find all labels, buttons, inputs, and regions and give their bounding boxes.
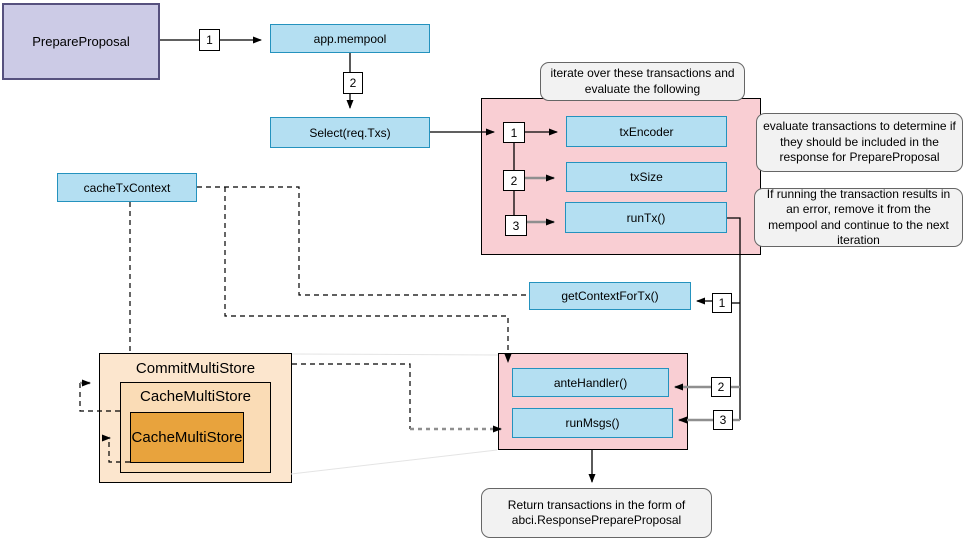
callout-evaluate-text: evaluate transactions to determine if th…: [763, 119, 956, 165]
store-cache-multistore-inner: CacheMultiStore: [130, 412, 244, 463]
node-tx-encoder: txEncoder: [566, 116, 727, 147]
badge-iteration-1: 1: [503, 122, 525, 143]
faint-link-bottom: [290, 449, 498, 475]
dashed-commitstore-elbow: [292, 363, 411, 429]
badge-iteration-3-label: 3: [512, 218, 520, 233]
app-mempool-label: app.mempool: [313, 31, 387, 46]
tx-encoder-label: txEncoder: [619, 124, 674, 139]
badge-execution-2-label: 2: [717, 380, 725, 394]
callout-iterate: iterate over these transactions and eval…: [540, 62, 745, 101]
node-prepare-proposal: PrepareProposal: [2, 3, 160, 80]
ante-handler-label: anteHandler(): [553, 375, 628, 390]
callout-iterate-text: iterate over these transactions and eval…: [550, 66, 735, 96]
badge-iteration-1-label: 1: [510, 125, 518, 140]
callout-evaluate: evaluate transactions to determine if th…: [756, 113, 963, 172]
cache-multistore-outer-label: CacheMultiStore: [140, 388, 251, 405]
badge-iteration-2: 2: [503, 170, 525, 191]
dashed-cachectx-to-antehandler: [224, 187, 512, 363]
badge-execution-3: 3: [713, 410, 733, 430]
node-select-txs: Select(req.Txs): [270, 117, 430, 148]
badge-iteration-3: 3: [505, 215, 527, 236]
prepare-proposal-label: PrepareProposal: [32, 34, 130, 49]
cache-multistore-inner-label: CacheMultiStore: [131, 429, 243, 446]
run-msgs-label: runMsgs(): [565, 416, 620, 430]
badge-execution-3-label: 3: [719, 413, 727, 427]
node-app-mempool: app.mempool: [270, 24, 430, 53]
callout-error-text: If running the transaction results in an…: [766, 186, 951, 247]
run-tx-label: runTx(): [626, 210, 666, 225]
badge-flow-1-label: 1: [206, 33, 213, 47]
cache-tx-context-label: cacheTxContext: [83, 180, 171, 195]
tx-size-label: txSize: [630, 170, 663, 184]
badge-flow-1: 1: [199, 29, 220, 51]
callout-return-text: Return transactions in the form of abci.…: [507, 497, 686, 527]
badge-flow-2: 2: [343, 72, 363, 94]
node-run-msgs: runMsgs(): [512, 408, 673, 438]
select-txs-label: Select(req.Txs): [309, 125, 391, 140]
badge-execution-1: 1: [712, 293, 732, 313]
callout-error: If running the transaction results in an…: [754, 186, 963, 247]
badge-flow-2-label: 2: [349, 76, 357, 90]
node-run-tx: runTx(): [565, 202, 727, 233]
node-tx-size: txSize: [566, 162, 727, 192]
node-get-context-for-tx: getContextForTx(): [529, 282, 691, 310]
get-context-for-tx-label: getContextForTx(): [561, 289, 659, 303]
faint-link-top: [291, 353, 499, 356]
callout-return: Return transactions in the form of abci.…: [481, 488, 712, 538]
badge-iteration-2-label: 2: [510, 173, 518, 188]
badge-execution-1-label: 1: [718, 296, 726, 310]
node-ante-handler: anteHandler(): [512, 368, 669, 397]
badge-execution-2: 2: [711, 377, 731, 397]
dashed-cachectx-to-getcontext: [197, 186, 528, 296]
commit-multistore-label: CommitMultiStore: [135, 360, 256, 377]
node-cache-tx-context: cacheTxContext: [57, 173, 197, 202]
